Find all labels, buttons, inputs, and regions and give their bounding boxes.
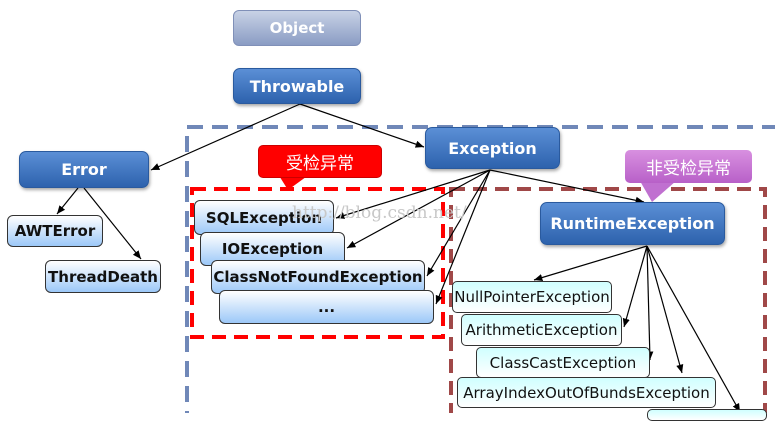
node-runtimeexception: RuntimeException (540, 202, 725, 245)
node-partial-hidden (647, 409, 767, 421)
arrow-runtime-nullpointer (533, 245, 648, 282)
node-nullpointerexception: NullPointerException (452, 281, 612, 313)
node-threaddeath: ThreadDeath (45, 260, 161, 293)
node-throwable: Throwable (233, 68, 361, 104)
node-classnotfoundexception: ClassNotFoundException (211, 260, 425, 294)
arrow-runtime-classcast (646, 245, 654, 361)
arrow-runtime-arrayindex (646, 245, 684, 374)
unchecked-exception-callout: 非受检异常 (625, 150, 752, 183)
node-arithmeticexception: ArithmeticException (461, 314, 622, 346)
unchecked-callout-tail (640, 181, 676, 202)
checked-callout-tail (278, 174, 310, 190)
arrow-runtime-other (646, 245, 741, 413)
arrow-exception-io (346, 169, 491, 249)
arrow-exception-more (435, 169, 491, 305)
node-object: Object (233, 10, 361, 46)
arrow-exception-cnf (426, 169, 491, 277)
arrow-error-awterror (56, 187, 79, 215)
arrow-throwable-error (150, 103, 301, 171)
arrow-throwable-exception (299, 103, 425, 148)
node-exception: Exception (425, 127, 560, 169)
arrow-exception-runtime (489, 169, 645, 204)
arrow-runtime-arithmetic (622, 245, 648, 328)
node-classcastexception: ClassCastException (476, 347, 650, 378)
node-error: Error (19, 151, 149, 188)
node-sqlexception: SQLException (194, 200, 334, 235)
node-awterror: AWTError (7, 215, 103, 247)
arrow-error-threaddeath (83, 187, 142, 260)
node-arrayindexoutofbundsexception: ArrayIndexOutOfBundsException (457, 377, 716, 408)
arrow-exception-sql (335, 169, 491, 219)
unchecked-group-box (449, 187, 767, 413)
node-checked-more: ... (219, 290, 434, 324)
checked-exception-callout: 受检异常 (258, 145, 382, 178)
